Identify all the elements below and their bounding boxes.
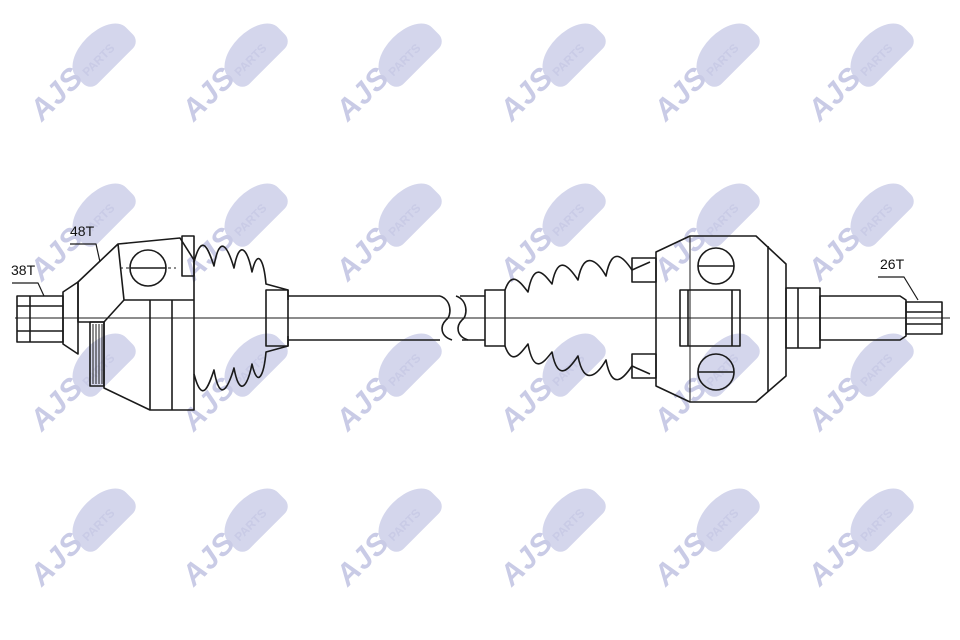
outer-cv-boot (193, 244, 289, 392)
leader-26t (878, 276, 919, 301)
axle-shaft (288, 295, 485, 341)
left-stub-spline (16, 295, 64, 343)
inner-cv-housing (655, 235, 787, 403)
leader-38t (12, 282, 45, 297)
outer-cv-joint (16, 235, 195, 411)
inner-stub-shaft (785, 287, 943, 349)
inner-cv-cage (679, 289, 741, 347)
inner-boot-clamp (484, 289, 506, 347)
label-48t: 48T (70, 223, 95, 239)
leader-lines (12, 243, 919, 301)
inner-cv-joint (655, 235, 787, 403)
label-38t: 38T (11, 262, 36, 278)
outer-boot-clamp (265, 289, 289, 347)
right-stub-spline (905, 301, 943, 335)
outer-cv-housing (77, 237, 195, 411)
leader-48t (70, 243, 101, 263)
shaft-break (439, 295, 453, 341)
label-26t: 26T (880, 256, 905, 272)
